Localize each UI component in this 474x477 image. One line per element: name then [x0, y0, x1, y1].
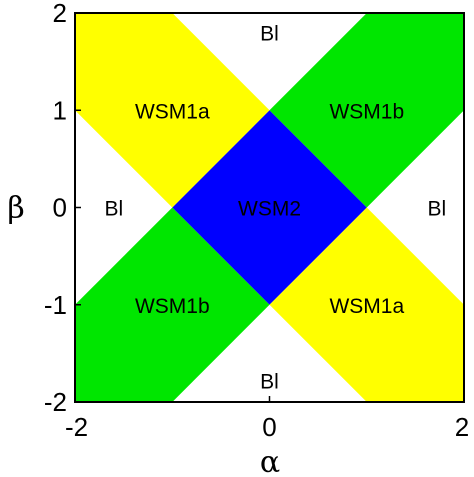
region-wsm2-0 — [172, 110, 367, 305]
x-tick-label: -2 — [65, 412, 88, 442]
x-axis-label: α — [260, 445, 280, 477]
y-tick-label: 1 — [53, 95, 67, 125]
region-label-wsm2: WSM2 — [238, 198, 301, 221]
y-axis-label: β — [7, 191, 24, 226]
region-label-wsm1b: WSM1b — [329, 100, 404, 123]
region-wsm1b-3 — [269, 13, 464, 208]
x-tick-label: 0 — [262, 412, 276, 442]
x-tick-label: 2 — [455, 412, 469, 442]
region-label-wsm1b: WSM1b — [135, 295, 210, 318]
region-label-bl: Bl — [260, 371, 279, 394]
region-wsm1a-2 — [269, 207, 464, 402]
regions-layer — [75, 13, 464, 402]
region-label-wsm1a: WSM1a — [329, 295, 404, 318]
y-tick-label: -2 — [44, 387, 67, 417]
y-tick-label: 0 — [53, 193, 67, 223]
region-wsm1b-4 — [75, 207, 270, 402]
region-wsm1a-1 — [75, 13, 270, 208]
region-label-bl: Bl — [260, 22, 279, 45]
region-label-bl: Bl — [427, 198, 446, 221]
ticks-layer: -2 0 2 2 1 0 -1 -2 — [44, 0, 469, 442]
y-tick-label: 2 — [53, 0, 67, 28]
region-label-wsm1a: WSM1a — [135, 100, 210, 123]
region-label-bl: Bl — [105, 198, 124, 221]
y-tick-label: -1 — [44, 290, 67, 320]
